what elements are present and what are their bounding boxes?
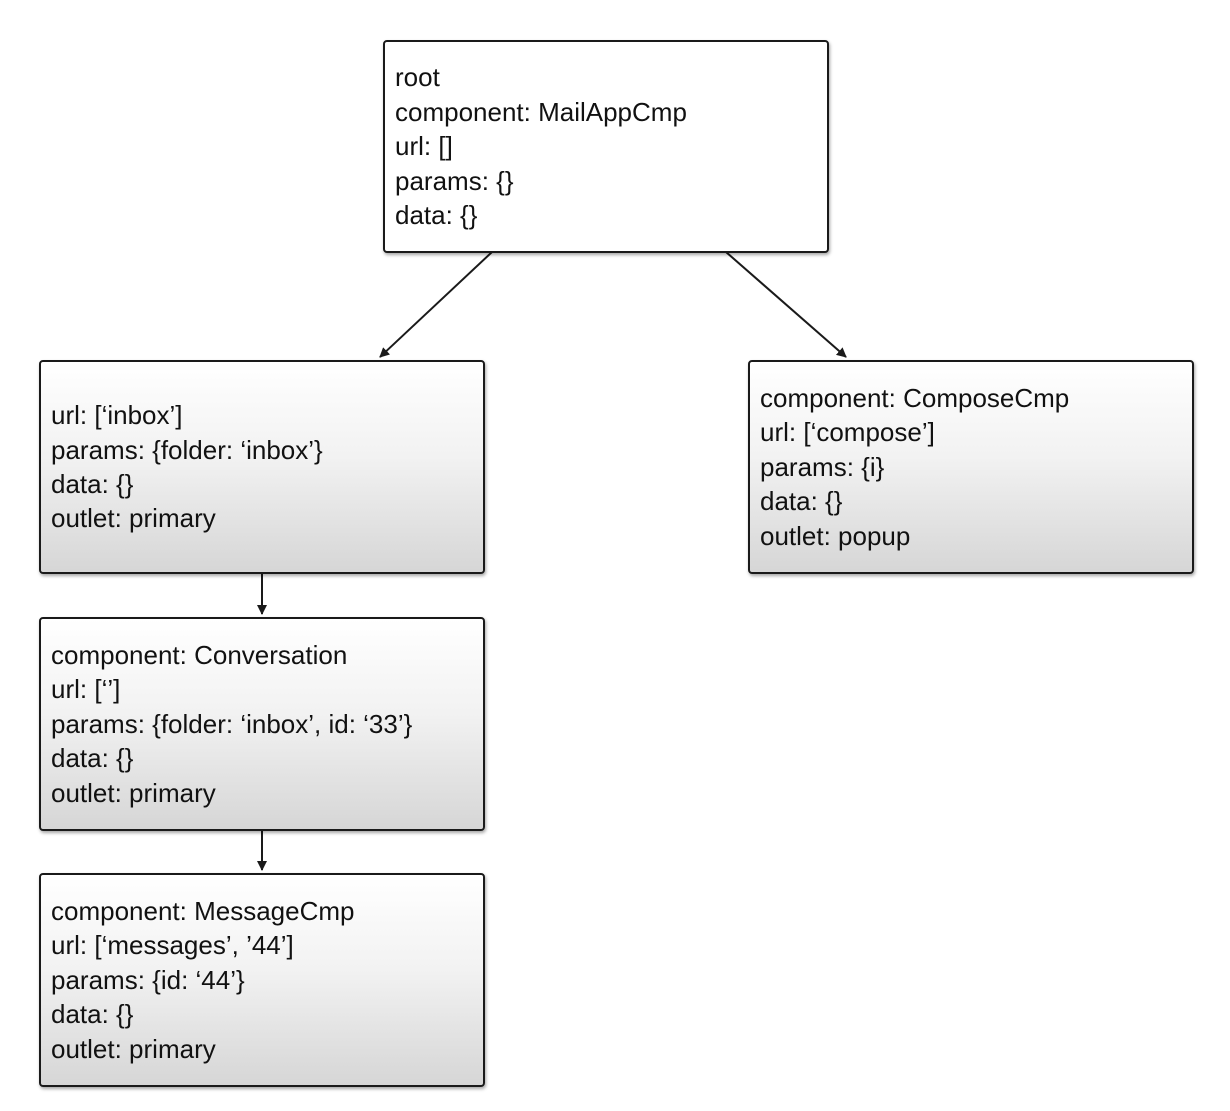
node-message-line-params: params: {id: ‘44’} — [51, 964, 245, 995]
node-root-line-params: params: {} — [395, 165, 514, 196]
node-conversation-line-component: component: Conversation — [51, 639, 348, 670]
edge-root-to-inbox — [379, 251, 493, 358]
node-message: component: MessageCmp url: [‘messages’, … — [39, 873, 485, 1087]
node-root: root component: MailAppCmp url: [] param… — [383, 40, 829, 253]
node-compose-line-data: data: {} — [760, 486, 843, 517]
node-conversation-line-url: url: [‘’] — [51, 674, 121, 705]
node-conversation: component: Conversation url: [‘’] params… — [39, 617, 485, 831]
node-root-line-name: root — [395, 62, 440, 93]
node-root-line-component: component: MailAppCmp — [395, 96, 687, 127]
node-inbox-line-params: params: {folder: ‘inbox’} — [51, 434, 323, 465]
node-inbox-line-outlet: outlet: primary — [51, 503, 216, 534]
node-inbox: url: [‘inbox’] params: {folder: ‘inbox’}… — [39, 360, 485, 574]
node-root-line-url: url: [] — [395, 131, 453, 162]
node-compose-line-params: params: {i} — [760, 451, 885, 482]
node-compose-line-component: component: ComposeCmp — [760, 382, 1070, 413]
node-message-line-outlet: outlet: primary — [51, 1033, 216, 1064]
node-inbox-line-url: url: [‘inbox’] — [51, 400, 183, 431]
node-compose: component: ComposeCmp url: [‘compose’] p… — [748, 360, 1194, 574]
node-inbox-line-data: data: {} — [51, 469, 134, 499]
node-root-line-data: data: {} — [395, 200, 478, 231]
node-message-line-component: component: MessageCmp — [51, 895, 355, 926]
node-message-line-data: data: {} — [51, 999, 134, 1030]
node-conversation-line-params: params: {folder: ‘inbox’, id: ‘33’} — [51, 708, 413, 739]
node-conversation-line-outlet: outlet: primary — [51, 777, 216, 808]
edge-root-to-compose — [725, 251, 847, 358]
node-compose-line-url: url: [‘compose’] — [760, 417, 935, 448]
node-conversation-line-data: data: {} — [51, 743, 134, 774]
node-message-line-url: url: [‘messages’, ’44’] — [51, 930, 294, 961]
node-compose-line-outlet: outlet: popup — [760, 520, 911, 551]
